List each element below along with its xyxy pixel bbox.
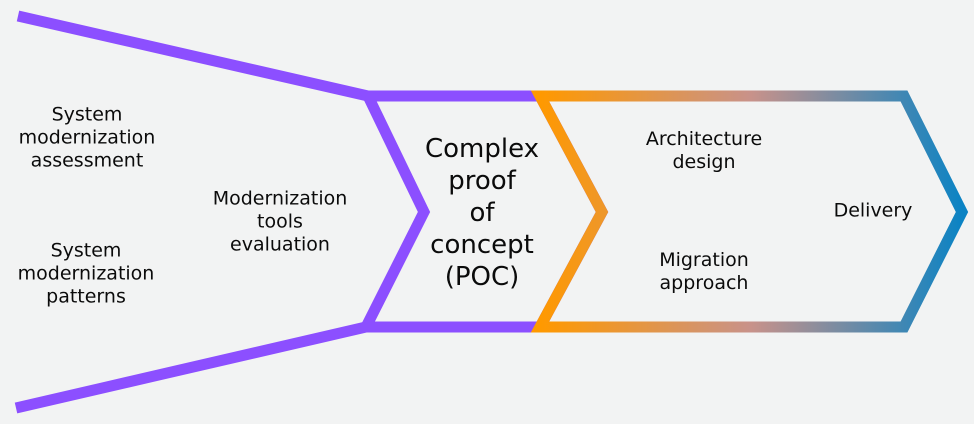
label-complex-poc: Complex proof of concept (POC) [424, 134, 540, 292]
funnel-bottom-line [14, 321, 368, 414]
label-modernization-tools-evaluation: Modernization tools evaluation [212, 187, 348, 256]
label-delivery: Delivery [833, 199, 913, 222]
label-system-modernization-patterns: System modernization patterns [17, 239, 155, 308]
delivery-chevron [530, 90, 969, 333]
funnel-top-line [16, 10, 370, 102]
label-architecture-design: Architecture design [645, 128, 763, 173]
label-system-modernization-assessment: System modernization assessment [18, 103, 156, 172]
label-migration-approach: Migration approach [659, 249, 749, 294]
